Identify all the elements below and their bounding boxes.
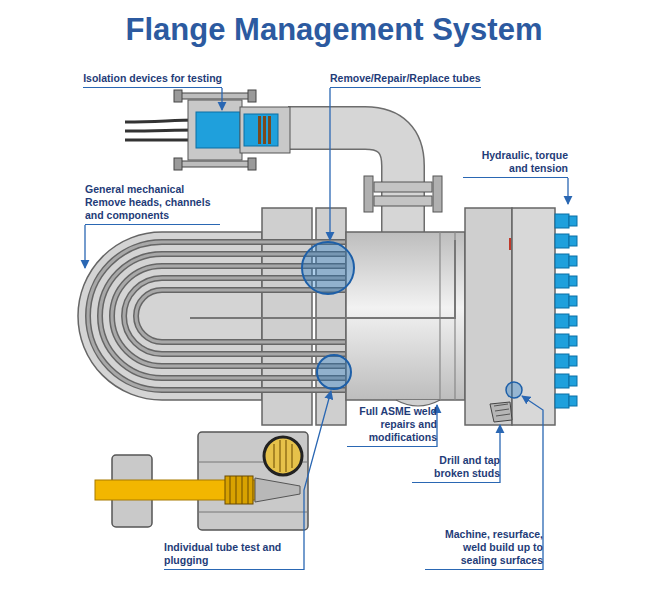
callout-label: General mechanical Remove heads, channel… [85, 183, 220, 225]
callout-label: Isolation devices for testing [83, 72, 222, 88]
callout-label: Individual tube test and plugging [164, 541, 304, 570]
callout-label: Remove/Repair/Replace tubes [330, 72, 481, 88]
callout-label: Hydraulic, torque and tension [463, 149, 568, 178]
callout-label: Full ASME weld repairs and modifications [347, 405, 437, 447]
diagram-title: Flange Management System [0, 12, 668, 48]
callout-label: Machine, resurface, weld build up to sea… [425, 528, 543, 570]
callout-label: Drill and tap broken studs [412, 454, 500, 483]
